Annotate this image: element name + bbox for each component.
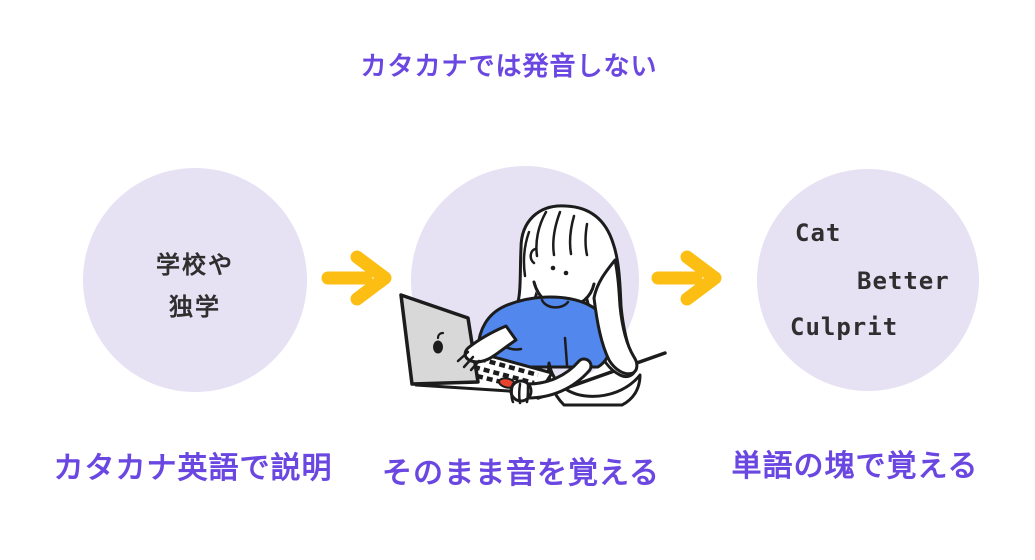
- laptop-logo: [433, 331, 445, 354]
- step1-line2: 独学: [169, 293, 221, 321]
- step1-circle-text: 学校や 独学: [83, 244, 307, 328]
- step1-line1: 学校や: [156, 251, 234, 279]
- page-title: カタカナでは発音しない: [360, 52, 658, 82]
- eye-left: [550, 265, 556, 271]
- person-typing-laptop-illustration: [399, 166, 667, 407]
- ear: [529, 247, 537, 265]
- right-arrow-icon: [321, 250, 392, 306]
- right-arrow-icon: [651, 250, 722, 306]
- typing-hand: [456, 324, 518, 372]
- example-word-culprit: Culprit: [790, 313, 899, 341]
- eye-right: [563, 270, 569, 276]
- face: [522, 210, 596, 309]
- step3-circle: Cat Better Culprit: [757, 169, 979, 391]
- example-word-cat: Cat: [795, 219, 842, 247]
- step2-caption: そのまま音を覚える: [381, 456, 661, 491]
- lap: [547, 361, 642, 407]
- step1-caption: カタカナ英語で説明: [53, 451, 333, 486]
- step3-caption: 単語の塊で覚える: [731, 449, 979, 484]
- collar: [540, 298, 570, 309]
- shirt: [476, 295, 613, 369]
- example-word-better: Better: [857, 267, 950, 295]
- hair-lock: [592, 258, 639, 376]
- step1-circle: 学校や 独学: [83, 168, 307, 392]
- lower-hand: [498, 357, 593, 405]
